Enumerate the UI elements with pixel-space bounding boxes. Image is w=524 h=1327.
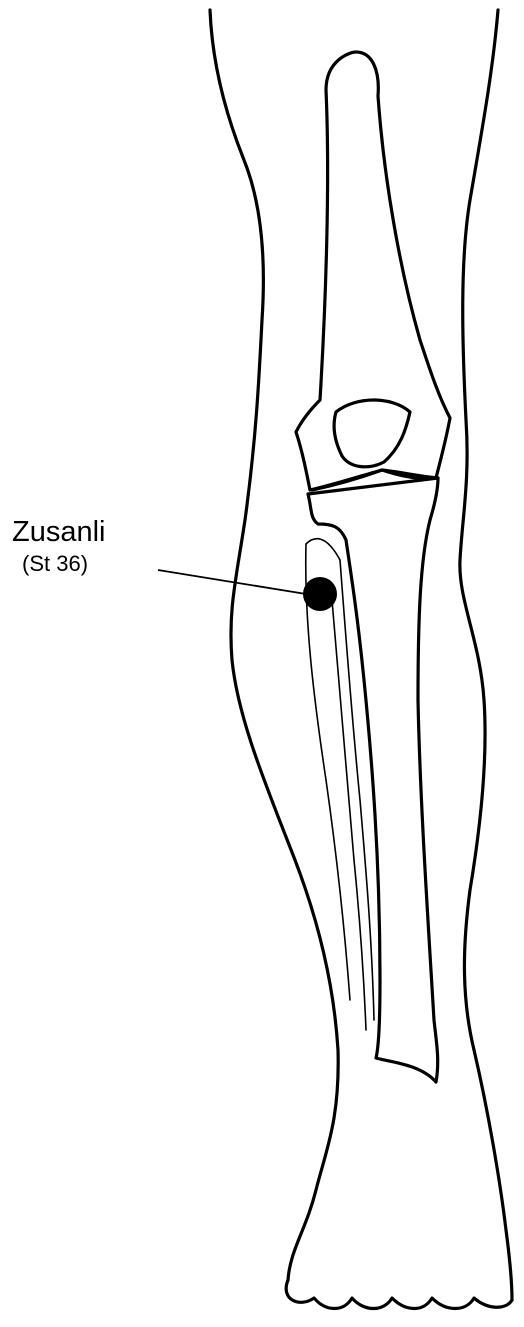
patella [334, 400, 410, 467]
zusanli-point-marker [303, 577, 337, 611]
fibula-head [306, 539, 340, 560]
point-code-label: (St 36) [22, 551, 88, 577]
point-name-label: Zusanli [12, 516, 106, 548]
leg-outline-left [210, 10, 338, 1280]
leg-outline-right [460, 10, 512, 1300]
leader-line [158, 570, 306, 594]
femur [296, 52, 450, 490]
foot-outline [286, 1280, 512, 1309]
